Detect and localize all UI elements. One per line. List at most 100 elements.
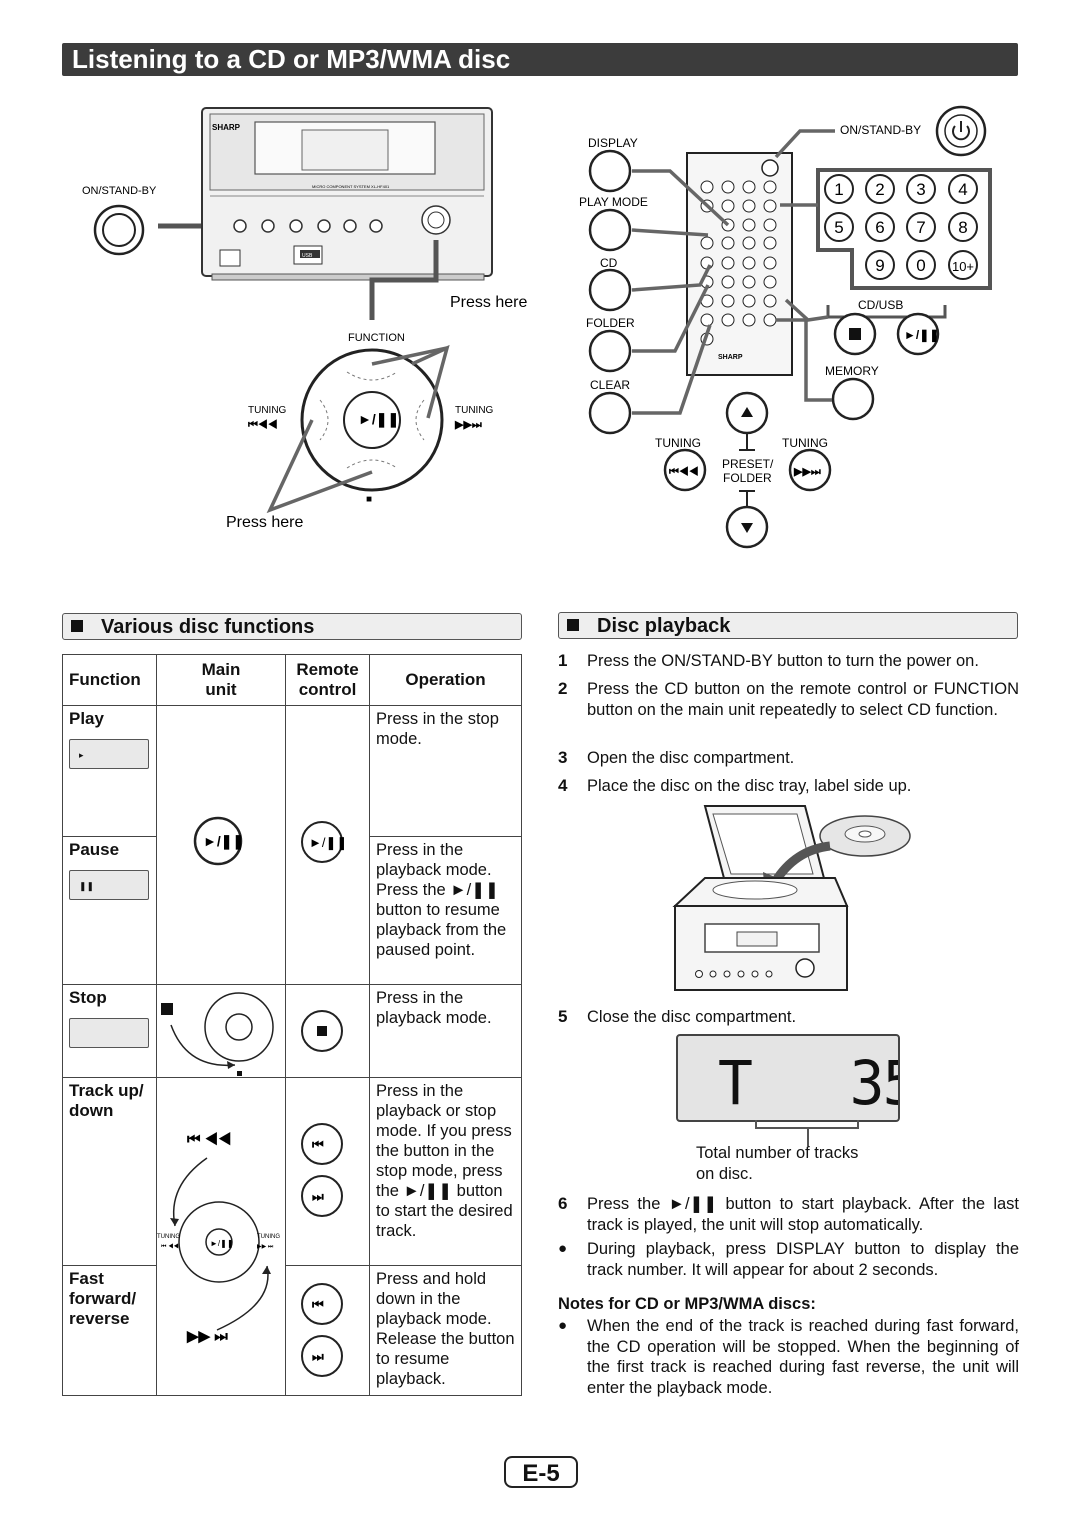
function-label: FUNCTION bbox=[348, 332, 405, 344]
main-unit-illustration: ON/STAND-BY SHARP REMOTE SENSOR MICRO CO… bbox=[82, 107, 527, 531]
tuning-left-label: TUNING bbox=[248, 405, 287, 416]
svg-text:⏮: ⏮ bbox=[312, 1297, 324, 1312]
notes-heading: Notes for CD or MP3/WMA discs: bbox=[558, 1295, 816, 1313]
press-here-label-top: Press here bbox=[450, 294, 527, 311]
step-6: 6 Press the ►/❚❚ button to start playbac… bbox=[558, 1194, 1019, 1279]
remote-control-illustration: DISPLAY PLAY MODE CD FOLDER CLEAR SHARP … bbox=[579, 105, 992, 549]
svg-text:▶▶ ⏭: ▶▶ ⏭ bbox=[257, 1244, 274, 1250]
notes-list: ● When the end of the track is reached d… bbox=[558, 1317, 1019, 1397]
svg-text:►/❚❚: ►/❚❚ bbox=[203, 833, 243, 850]
svg-text:▶▶⏭: ▶▶⏭ bbox=[454, 419, 482, 431]
remote-next-icon: ⏭ bbox=[301, 1175, 343, 1217]
remote-prev-icon: ⏮ bbox=[301, 1123, 343, 1165]
display-label: DISPLAY bbox=[588, 136, 638, 150]
folder-button-icon bbox=[588, 329, 632, 373]
table-row: Pause❚❚ Press in the playback mode. Pres… bbox=[62, 836, 522, 985]
number-key-icon bbox=[948, 212, 978, 242]
note-text: When the end of the track is reached dur… bbox=[587, 1317, 1019, 1397]
remote-on-standby-label: ON/STAND-BY bbox=[840, 123, 921, 137]
lcd-pause-icon: ❚❚ bbox=[69, 870, 149, 900]
svg-text:USB: USB bbox=[302, 253, 313, 259]
main-stop-dial-icon bbox=[161, 992, 274, 1076]
number-key-icon bbox=[824, 212, 854, 242]
lcd-play-icon: ▸ bbox=[69, 739, 149, 769]
number-key-icon bbox=[906, 174, 936, 204]
svg-text:►/❚❚: ►/❚❚ bbox=[358, 411, 399, 428]
svg-text:►/❚❚: ►/❚❚ bbox=[904, 328, 939, 343]
disc-playback-heading: Disc playback bbox=[558, 612, 1018, 639]
table-row: Stop Press in the playback mode. bbox=[62, 984, 522, 1078]
steps-1-4: 1 Press the ON/STAND-BY button to turn t… bbox=[558, 651, 1019, 795]
svg-text:■: ■ bbox=[366, 494, 372, 505]
cd-button-icon bbox=[588, 268, 632, 312]
col-function: Function bbox=[62, 654, 157, 706]
svg-text:⏮◀◀: ⏮◀◀ bbox=[669, 466, 699, 478]
svg-text:TUNING: TUNING bbox=[257, 1234, 280, 1240]
number-key-label: 6 bbox=[875, 218, 884, 237]
remote-stop-icon bbox=[301, 1010, 343, 1052]
number-key-icon bbox=[906, 212, 936, 242]
svg-text:⏭: ⏭ bbox=[312, 1189, 324, 1204]
svg-text:▶▶⏭: ▶▶⏭ bbox=[793, 466, 821, 478]
memory-button-icon bbox=[831, 377, 875, 421]
svg-text:⏮◀◀: ⏮◀◀ bbox=[248, 419, 278, 431]
disc-tray-illustration bbox=[672, 805, 911, 991]
number-key-label: 7 bbox=[916, 218, 925, 237]
svg-text:⏮: ⏮ bbox=[312, 1137, 324, 1152]
number-key-label: 0 bbox=[916, 256, 925, 275]
remote-play-pause-button-icon bbox=[896, 312, 940, 356]
number-key-label: 9 bbox=[875, 256, 884, 275]
number-key-label: 3 bbox=[916, 180, 925, 199]
step-text: Close the disc compartment. bbox=[587, 1008, 797, 1026]
play-mode-label: PLAY MODE bbox=[579, 195, 648, 209]
press-here-label-bottom: Press here bbox=[226, 514, 303, 531]
svg-text:TUNING: TUNING bbox=[655, 436, 701, 450]
lcd-bracket bbox=[755, 1120, 859, 1146]
display-button-icon bbox=[588, 149, 632, 193]
clear-label: CLEAR bbox=[590, 378, 630, 392]
svg-text:⏮ ◀◀: ⏮ ◀◀ bbox=[187, 1131, 231, 1148]
svg-text:TUNING: TUNING bbox=[782, 436, 828, 450]
main-tuning-dial-icon: ⏮ ◀◀ ►/❚❚ TUNING ⏮ ◀◀ TUNING ▶▶ ⏭ ▶▶ ⏭ bbox=[157, 1131, 280, 1345]
step-text: Press the ON/STAND-BY button to turn the… bbox=[587, 652, 979, 670]
step-text: Open the disc compartment. bbox=[587, 749, 795, 767]
number-key-label: 10+ bbox=[952, 259, 974, 274]
on-standby-label: ON/STAND-BY bbox=[82, 185, 157, 197]
remote-ff-icon: ⏭ bbox=[301, 1335, 343, 1377]
step-text: Press the ►/❚❚ button to start playback.… bbox=[587, 1195, 1019, 1234]
clear-button-icon bbox=[588, 391, 632, 435]
number-pad-frame bbox=[816, 168, 992, 290]
table-row: Track up/ down ⏮ ◀◀ ►/❚❚ TUNING ⏮ ◀◀ TUN… bbox=[62, 1077, 522, 1396]
table-row: Play▸ ►/❚❚ ►/❚❚ Press in the stop mode. bbox=[62, 705, 522, 985]
tuning-right-label: TUNING bbox=[455, 405, 494, 416]
cd-label: CD bbox=[600, 256, 618, 270]
number-key-icon bbox=[865, 212, 895, 242]
svg-text:►/❚❚: ►/❚❚ bbox=[210, 1239, 234, 1248]
svg-text:FOLDER: FOLDER bbox=[723, 471, 772, 485]
step-5: 5 Close the disc compartment. bbox=[558, 1007, 1018, 1029]
folder-label: FOLDER bbox=[586, 316, 635, 330]
lcd-stop-icon bbox=[69, 1018, 149, 1048]
number-key-icon bbox=[948, 250, 978, 280]
svg-text:▶▶ ⏭: ▶▶ ⏭ bbox=[186, 1328, 228, 1345]
tuning-up-button-icon bbox=[788, 448, 832, 492]
number-key-label: 2 bbox=[875, 180, 884, 199]
number-key-icon bbox=[865, 250, 895, 280]
play-mode-button-icon bbox=[588, 208, 632, 252]
page-number: E-5 bbox=[504, 1456, 578, 1488]
lcd-readout: T 35 bbox=[718, 1047, 900, 1119]
number-key-icon bbox=[906, 250, 936, 280]
number-key-icon bbox=[948, 174, 978, 204]
step-text: Press the CD button on the remote contro… bbox=[587, 680, 1019, 719]
step-text: During playback, press DISPLAY button to… bbox=[587, 1240, 1019, 1279]
remote-play-pause-icon: ►/❚❚ bbox=[301, 821, 344, 863]
brand-logo: SHARP bbox=[212, 123, 241, 132]
number-key-icon bbox=[865, 174, 895, 204]
tuning-down-button-icon bbox=[663, 448, 707, 492]
number-key-label: 4 bbox=[958, 180, 967, 199]
number-key-label: 8 bbox=[958, 218, 967, 237]
play-pause-center-button-icon bbox=[343, 391, 401, 449]
page-title-bar: Listening to a CD or MP3/WMA disc bbox=[62, 43, 1018, 76]
